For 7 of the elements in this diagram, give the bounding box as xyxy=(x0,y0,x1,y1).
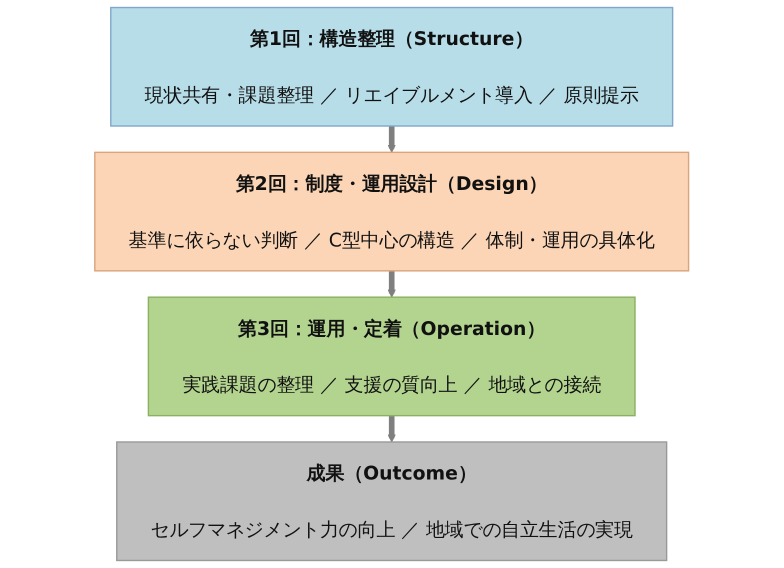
arrow xyxy=(388,126,396,153)
node-box: 第3回：運用・定着（Operation） 実践課題の整理 ／ 支援の質向上 ／ 地域との接続 xyxy=(148,296,636,416)
arrow xyxy=(388,270,396,298)
node-box: 第1回：構造整理（Structure） 現状共有・課題整理 ／ リエイブルメント導入 ／ 原則提示 xyxy=(110,6,674,127)
arrow xyxy=(388,416,396,442)
node-box: 第2回：制度・運用設計（Design） 基準に依らない判断 ／ C型中心の構造 ／ 体制・運用の具体化 xyxy=(94,152,690,272)
node-box: 成果（Outcome） セルフマネジメント力の向上 ／ 地域での自立生活の実現 xyxy=(116,441,668,562)
